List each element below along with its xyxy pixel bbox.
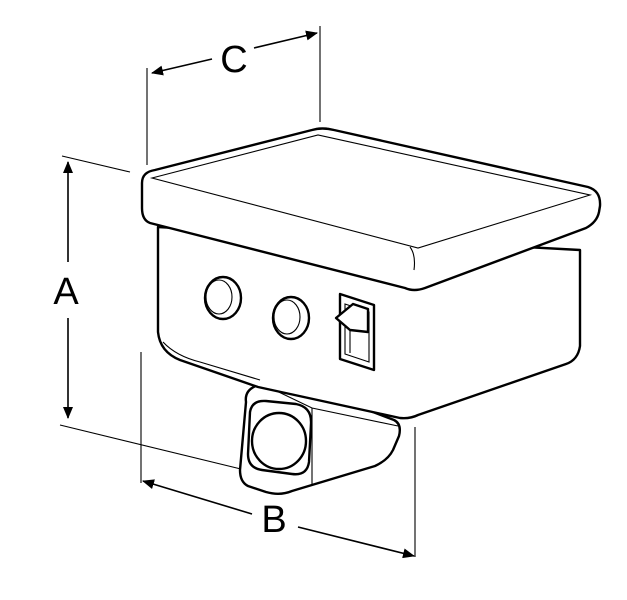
dimension-a: A — [53, 161, 79, 419]
round-port-icon — [246, 399, 313, 476]
extension-lines — [59, 26, 416, 557]
enclosure-lid — [140, 127, 602, 292]
round-knob-icon — [271, 295, 311, 341]
dimension-c: C — [151, 30, 318, 81]
dimension-label-c: C — [220, 39, 247, 81]
dimension-label-b: B — [261, 499, 286, 541]
dimension-label-a: A — [53, 271, 79, 313]
front-controls — [203, 275, 376, 372]
round-knob-icon — [203, 275, 243, 321]
rocker-switch-icon — [334, 292, 376, 372]
dimension-b: B — [142, 479, 415, 559]
